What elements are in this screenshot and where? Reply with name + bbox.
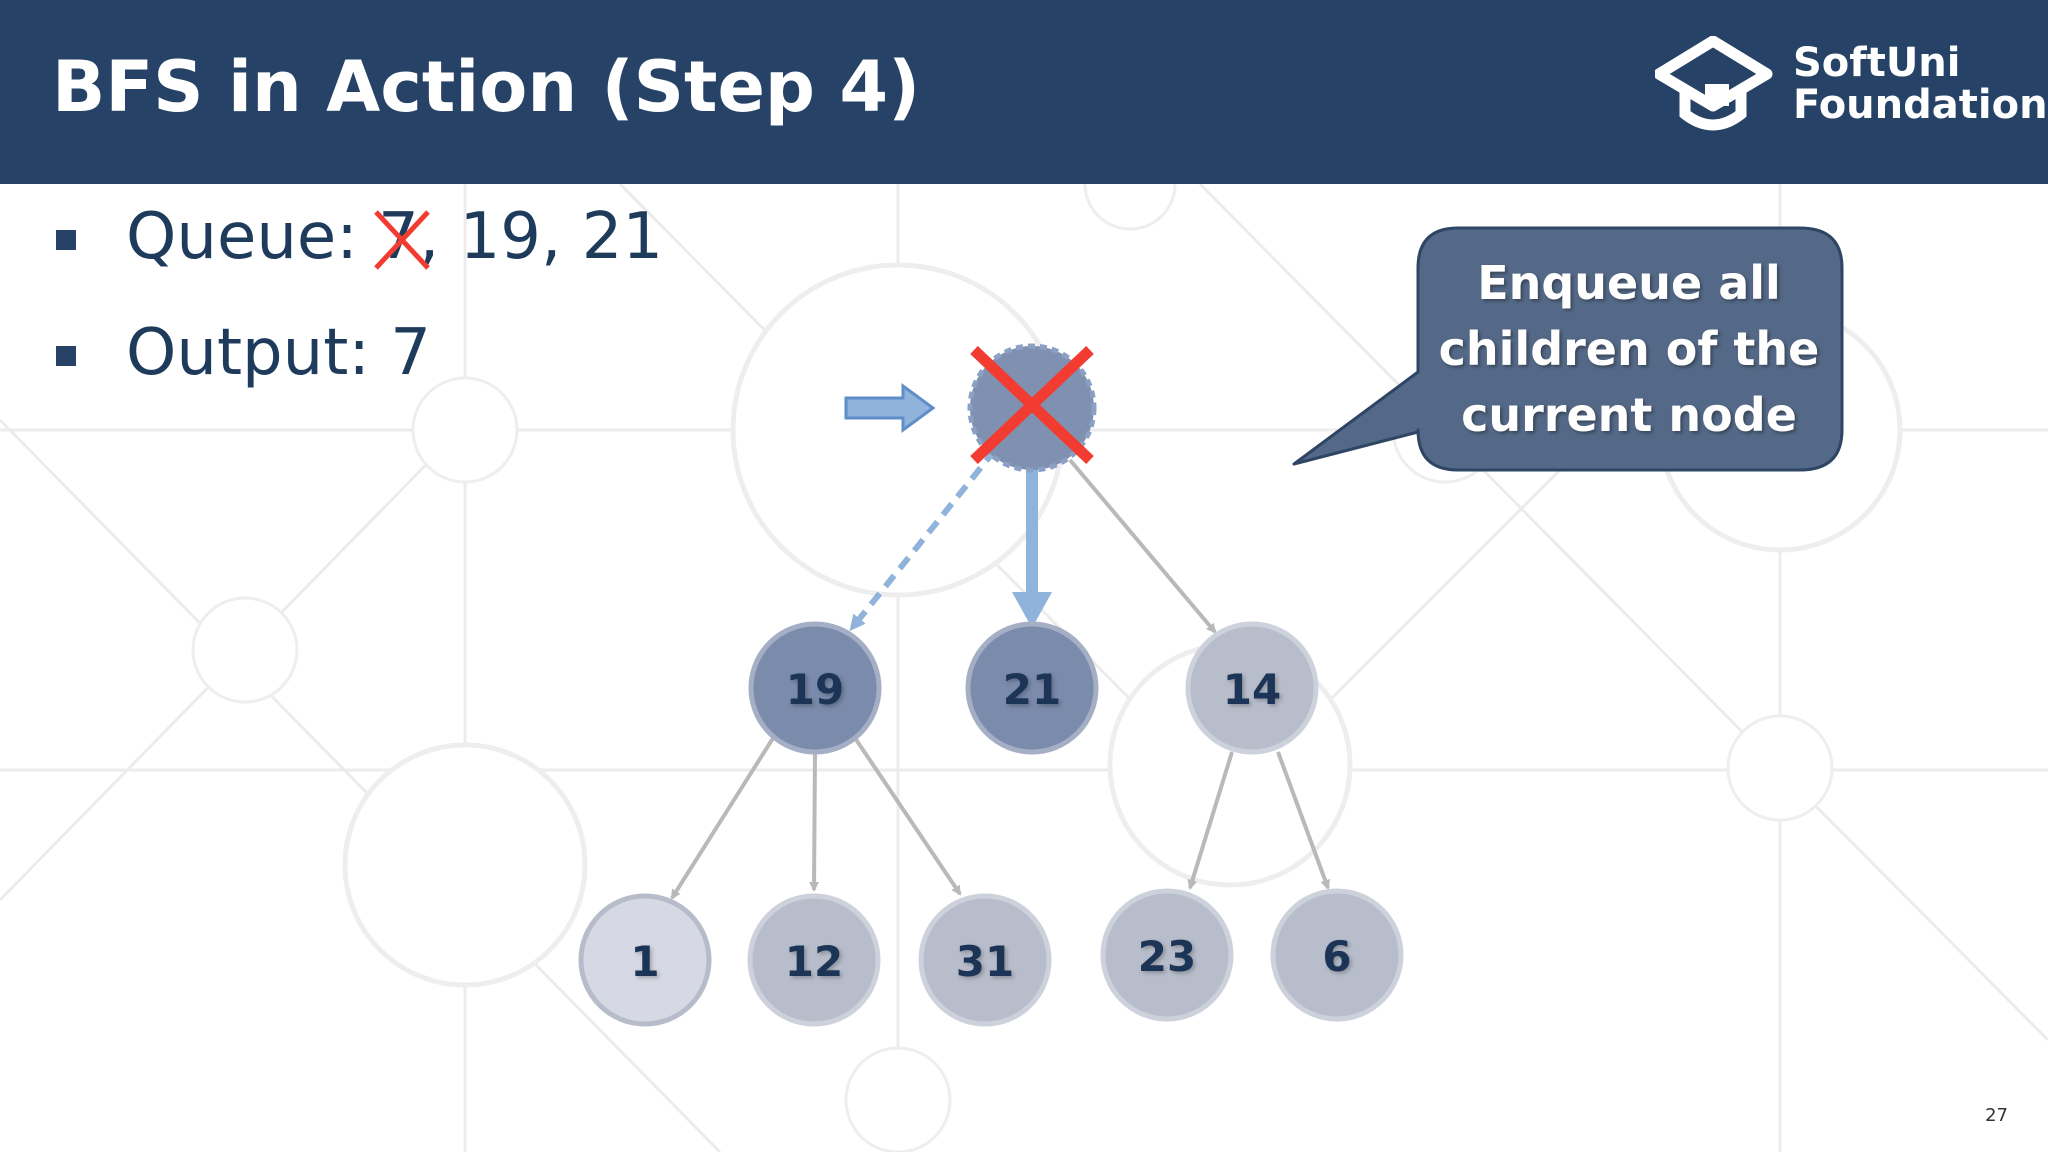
node-label: 14 (1223, 665, 1281, 714)
tree-nodes: 19 21 14 1 12 31 23 6 (578, 343, 1404, 1027)
queue-rest: , 19, 21 (418, 200, 664, 274)
callout-text: Enqueue all children of the current node (1438, 256, 1820, 442)
tree-node-1: 1 (578, 893, 712, 1027)
node-label: 1 (630, 937, 659, 986)
logo-text: SoftUni Foundation (1793, 42, 2048, 126)
page-number: 27 (1985, 1105, 2008, 1126)
tree-node-31: 31 (918, 893, 1052, 1027)
bullet-marker (56, 230, 76, 250)
node-label: 23 (1138, 932, 1196, 981)
queue-label: Queue: (126, 200, 379, 274)
bullet-marker (56, 346, 76, 366)
node-label: 21 (1003, 665, 1061, 714)
callout-shape (1292, 226, 1844, 472)
tree-node-12: 12 (747, 893, 881, 1027)
current-node-pointer-arrow (844, 383, 936, 433)
node-label: 12 (785, 937, 843, 986)
node-label: 31 (956, 937, 1014, 986)
queue-removed-item: 7 (374, 200, 430, 274)
callout-bubble: Enqueue all children of the current node (1290, 226, 1846, 476)
tree-node-14: 14 (1185, 621, 1319, 755)
tree-node-6: 6 (1270, 888, 1404, 1022)
graduation-cap-icon (1653, 35, 1773, 131)
edge-14-23 (1187, 751, 1234, 890)
edge-19-31 (853, 736, 962, 896)
edge-19-12 (809, 751, 820, 892)
edge-14-6 (1276, 751, 1330, 890)
cross-icon (374, 210, 430, 270)
edge-19-1 (670, 733, 777, 900)
tree-edges (670, 448, 1330, 900)
softuni-logo: SoftUni Foundation (1653, 35, 2048, 136)
edge-7-14 (1068, 458, 1217, 634)
node-label: 19 (786, 665, 844, 714)
tree-node-23: 23 (1100, 888, 1234, 1022)
tree-node-21: 21 (965, 621, 1099, 755)
slide-header: BFS in Action (Step 4) SoftUni Foundatio… (0, 0, 2048, 184)
slide-title: BFS in Action (Step 4) (52, 46, 921, 128)
queue-text: Queue: 7, 19, 21 (126, 200, 663, 274)
node-label: 6 (1322, 932, 1351, 981)
output-text: Output: 7 (126, 316, 431, 390)
edge-7-19 (849, 448, 998, 632)
logo-line-1: SoftUni (1793, 40, 1961, 86)
tree-node-19: 19 (748, 621, 882, 755)
logo-line-2: Foundation (1793, 82, 2048, 128)
tree-node-current (967, 343, 1097, 473)
